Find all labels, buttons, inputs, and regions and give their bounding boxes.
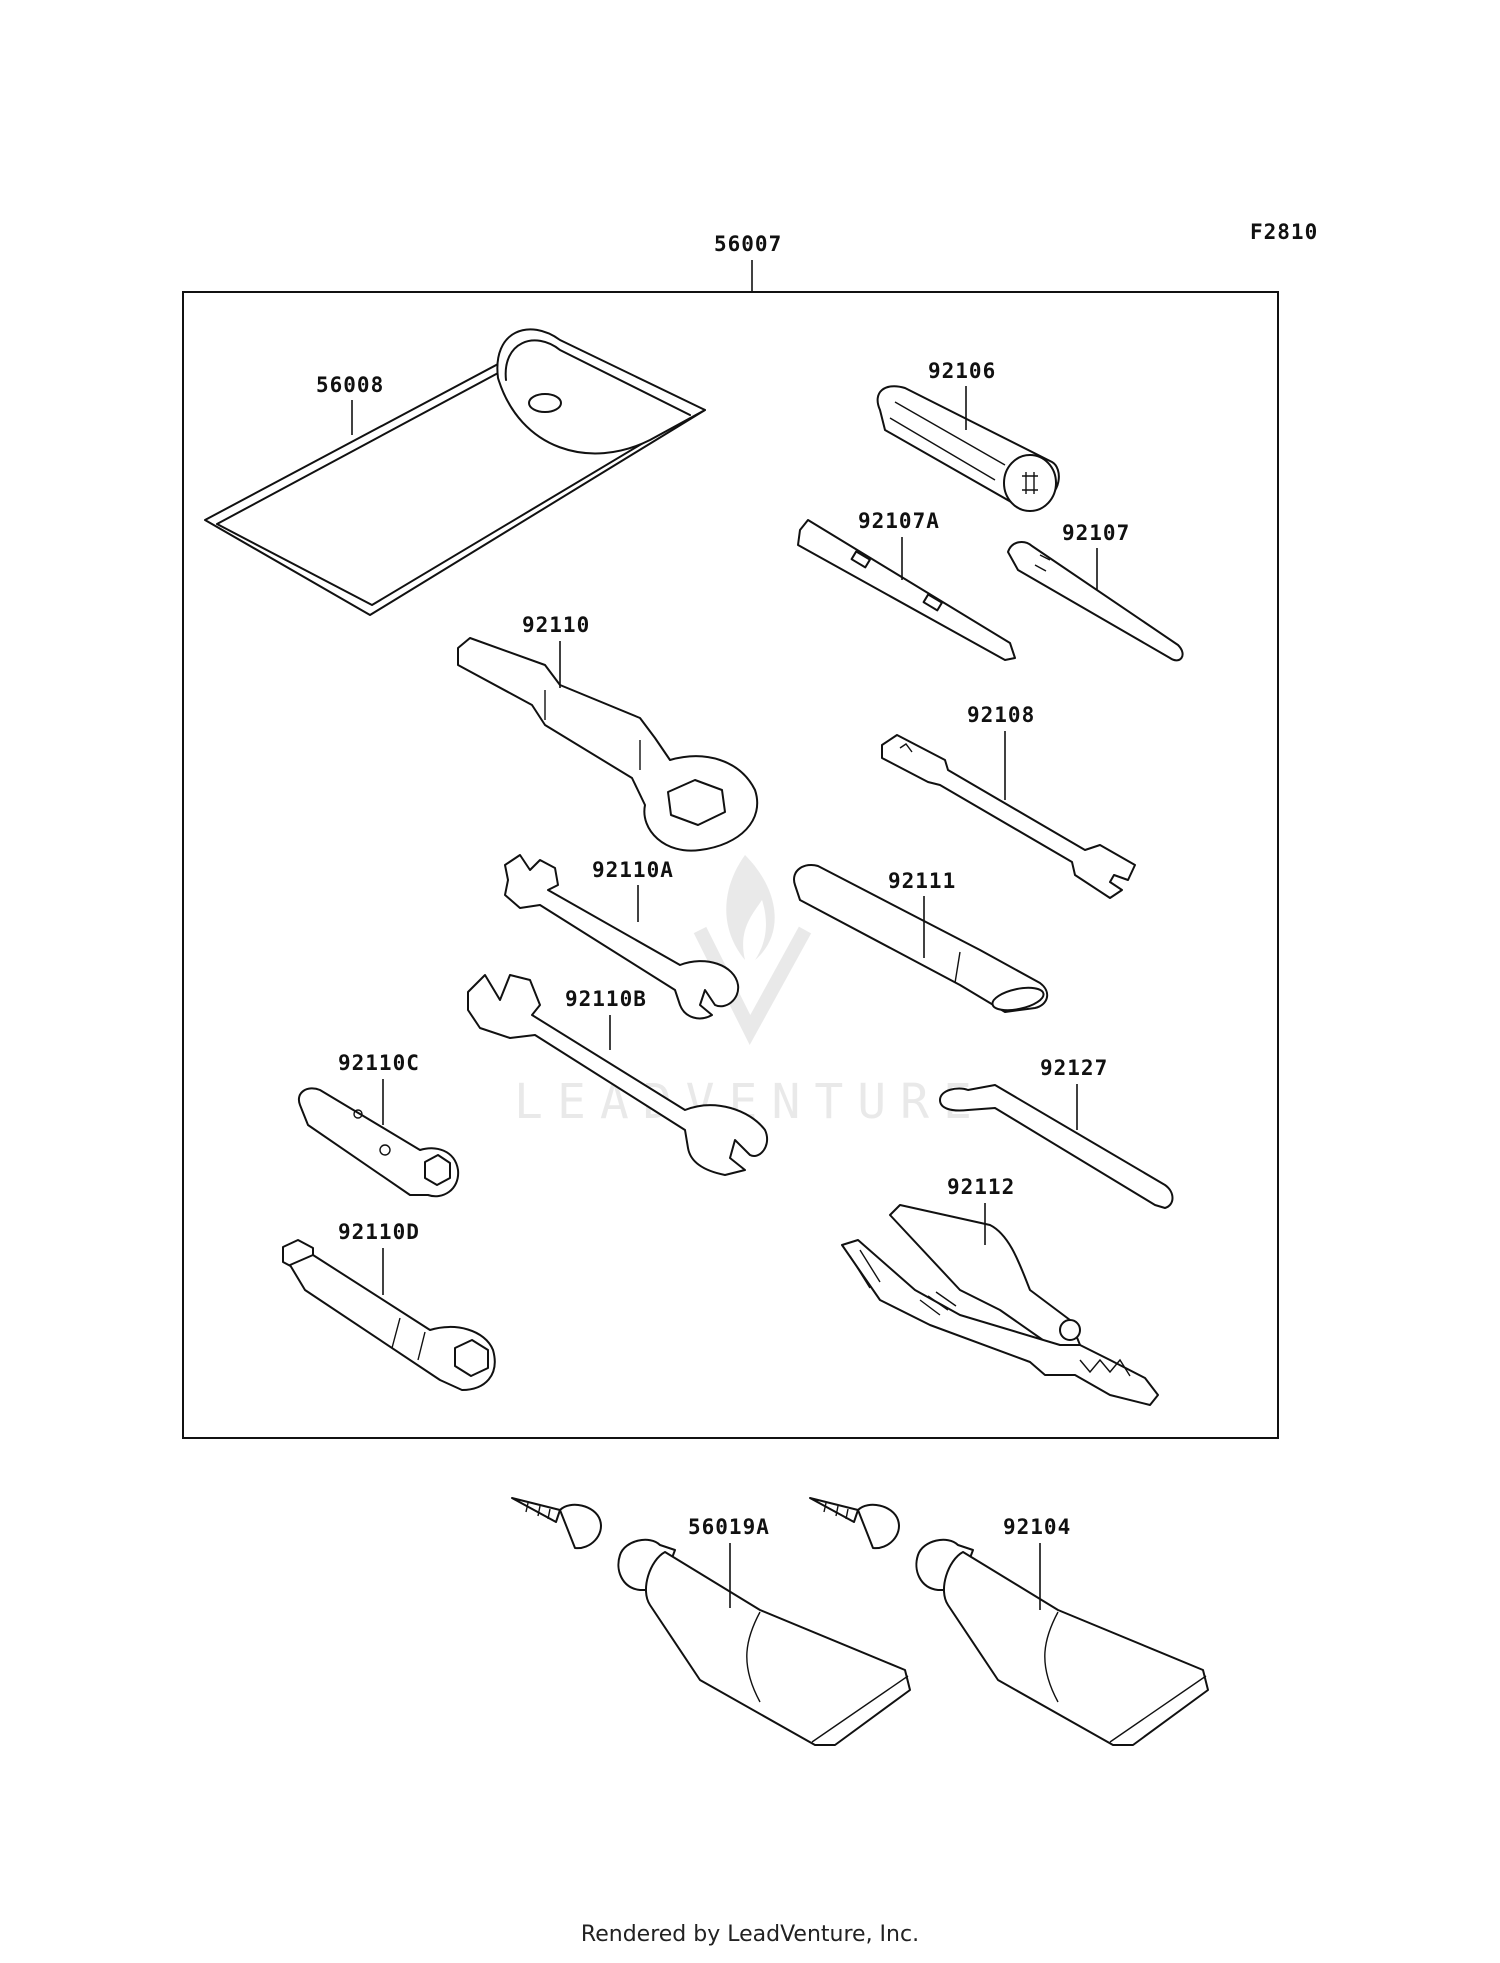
grease-tube-a	[511, 1497, 911, 1746]
driver-bit-a	[797, 519, 1016, 661]
hex-key	[939, 1084, 1174, 1209]
label-screwdriver-handle: 92106	[928, 359, 996, 383]
figure-code: F2810	[1250, 220, 1318, 244]
label-box-wrench: 92110	[522, 613, 590, 637]
spoke-wrench	[881, 734, 1136, 899]
box-wrench	[457, 637, 759, 852]
socket-wrench-d	[282, 1239, 496, 1391]
kit-frame	[182, 291, 1279, 1439]
footer-credit: Rendered by LeadVenture, Inc.	[580, 1922, 920, 1947]
label-open-wrench-a: 92110A	[592, 858, 674, 882]
label-hex-key: 92127	[1040, 1056, 1108, 1080]
driver-bit	[1007, 541, 1184, 662]
label-open-wrench-b: 92110B	[565, 987, 647, 1011]
extension-bar	[793, 864, 1049, 1013]
label-grease-tube-b: 92104	[1003, 1515, 1071, 1539]
label-socket-wrench-d: 92110D	[338, 1220, 420, 1244]
label-extension-bar: 92111	[888, 869, 956, 893]
pliers	[841, 1204, 1159, 1406]
grease-tube-b	[809, 1497, 1209, 1746]
label-spoke-wrench: 92108	[967, 703, 1035, 727]
screwdriver-handle	[876, 385, 1060, 512]
label-case: 56008	[316, 373, 384, 397]
open-wrench-b	[467, 974, 769, 1176]
label-pliers: 92112	[947, 1175, 1015, 1199]
tool-case	[204, 328, 706, 616]
label-driver-bit: 92107	[1062, 521, 1130, 545]
socket-wrench-c	[297, 1087, 460, 1198]
label-socket-wrench-c: 92110C	[338, 1051, 420, 1075]
kit-label: 56007	[714, 232, 782, 256]
label-grease-tube-a: 56019A	[688, 1515, 770, 1539]
label-driver-bit-a: 92107A	[858, 509, 940, 533]
open-wrench-a	[504, 854, 740, 1020]
